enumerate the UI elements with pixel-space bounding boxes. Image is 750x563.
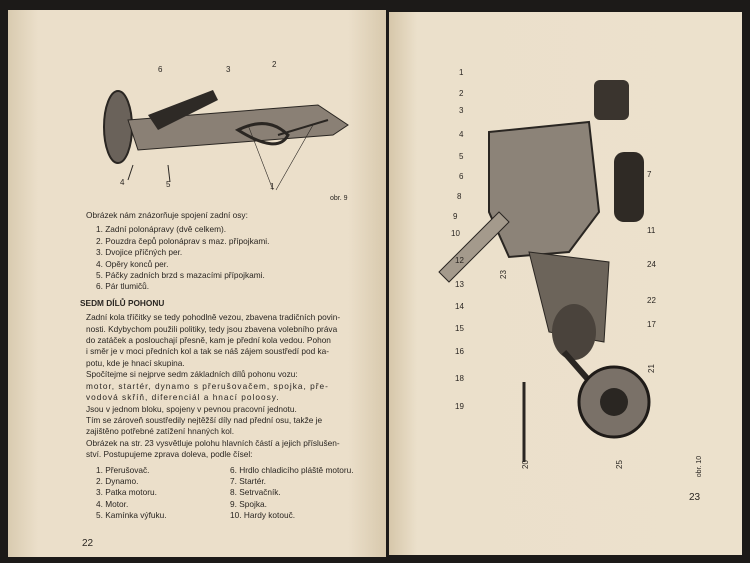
fig10-label: 2 [459,89,464,98]
fig10-label: 6 [459,172,464,181]
fig10-label: 7 [647,170,652,179]
rear-axle-illustration [103,90,349,191]
fig10-label: 16 [455,347,464,356]
fig10-label: 4 [459,130,464,139]
fig10-label: 15 [455,324,464,333]
text-line: potu, kde je hnací skupina. [86,357,185,368]
list-item: 1. Přerušovač. [96,464,150,475]
fig9-label: 5 [166,180,171,189]
figure-caption: obr. 9 [330,195,348,202]
parts-lists: 1. Přerušovač. 2. Dynamo. 3. Patka motor… [86,465,378,522]
fig10-label: 11 [647,226,656,235]
fig9-label: 3 [226,65,231,74]
list-item: 8. Setrvačník. [230,487,281,498]
page-number: 22 [82,538,94,549]
fig10-label: 17 [647,320,656,329]
right-page: 1 2 3 4 5 6 7 8 9 10 11 12 23 24 13 22 1… [389,12,742,555]
list-item: 6. Pár tlumičů. [96,281,150,292]
left-page: 6 3 2 4 5 1 obr. 9 Obrázek nám znázorňuj… [8,10,386,557]
fig9-label: 6 [158,65,163,74]
fig10-label: 25 [614,460,624,469]
list-item: 2. Dynamo. [96,475,139,486]
list-item: 6. Hrdlo chladicího pláště motoru. [230,464,354,475]
section-heading: SEDM DÍLŮ POHONU [80,297,165,308]
text-line: nosti. Kdybychom použili politiky, tedy … [86,323,338,334]
parts-list-col1: 1. Přerušovač. 2. Dynamo. 3. Patka motor… [96,465,224,522]
text-line: zajištěno potřebné zatížení hnaných kol. [86,426,235,437]
fig10-label: 5 [459,152,464,161]
list-item: 5. Páčky zadních brzd s mazacími přípojk… [96,270,265,281]
fig10-label: 8 [457,192,462,201]
list-item: 2. Pouzdra čepů polonáprav s maz. přípoj… [96,235,270,246]
text-line: Tím se zároveň soustředily nejtěžší díly… [86,414,323,425]
figure-caption: obr. 10 [696,455,704,478]
text-line: motor, startér, dynamo s přerušovačem, s… [86,380,329,391]
fig10-label: 22 [647,296,656,305]
text-line: vodová skříň, diferenciál a hnací poloos… [86,392,280,403]
fig10-label: 9 [453,212,458,221]
text-line: ství. Postupujeme zprava doleva, podle č… [86,449,253,460]
list-item: 10. Hardy kotouč. [230,510,296,521]
list-item: 1. Zadní polonápravy (dvě celkem). [96,224,227,235]
fig10-label: 19 [455,402,464,411]
parts-list-col2: 6. Hrdlo chladicího pláště motoru. 7. St… [230,465,378,522]
body-paragraph: Zadní kola tříčitky se tedy pohodlně vez… [86,312,378,460]
list-item: 9. Spojka. [230,498,267,509]
drivetrain-illustration [438,80,651,462]
figure-intro: Obrázek nám znázorňuje spojení zadní osy… [86,210,248,220]
fig10-label: 20 [520,460,530,469]
fig10-label: 23 [498,270,508,279]
fig10-label: 14 [455,302,464,311]
list-item: 3. Dvojice příčných per. [96,247,183,258]
text-line: Zadní kola tříčitky se tedy pohodlně vez… [86,312,341,323]
fig10-label: 24 [647,260,656,269]
text-line: do zatáček a poslouchají přesně, kam je … [86,335,331,346]
fig10-label: 3 [459,106,464,115]
fig10-label: 10 [451,229,460,238]
fig9-label: 4 [120,178,125,187]
list-item: 4. Opěry konců per. [96,258,169,269]
text-line: Jsou v jednom bloku, spojeny v pevnou pr… [86,403,297,414]
text-line: Spočítejme si nejprve sedm základních dí… [86,369,298,380]
list-item: 5. Kamínka výfuku. [96,510,167,521]
list-item: 7. Startér. [230,475,266,486]
left-text-column: Obrázek nám znázorňuje spojení zadní osy… [80,210,378,550]
text-line: Obrázek na str. 23 vysvětluje polohu hla… [86,437,340,448]
fig10-label: 13 [455,280,464,289]
page-number: 23 [689,492,701,503]
fig10-label: 1 [459,68,464,77]
list-item: 4. Motor. [96,498,129,509]
axle-parts-list: 1. Zadní polonápravy (dvě celkem). 2. Po… [86,224,378,292]
fig10-label: 21 [646,364,656,373]
text-line: i směr je v moci předních kol a tak se n… [86,346,330,357]
fig9-label: 1 [270,182,275,191]
fig10-label: 12 [455,256,464,265]
list-item: 3. Patka motoru. [96,487,157,498]
fig9-label: 2 [272,60,277,69]
fig10-label: 18 [455,374,464,383]
